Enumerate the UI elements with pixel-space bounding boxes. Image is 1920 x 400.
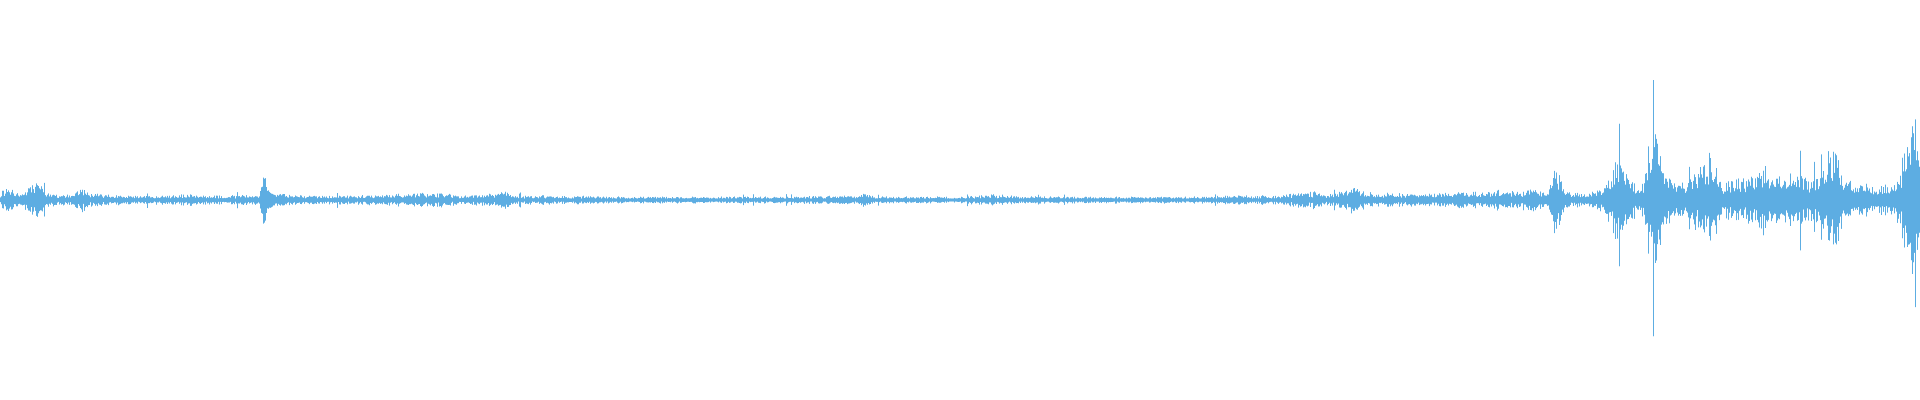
waveform-bars	[0, 80, 1920, 337]
